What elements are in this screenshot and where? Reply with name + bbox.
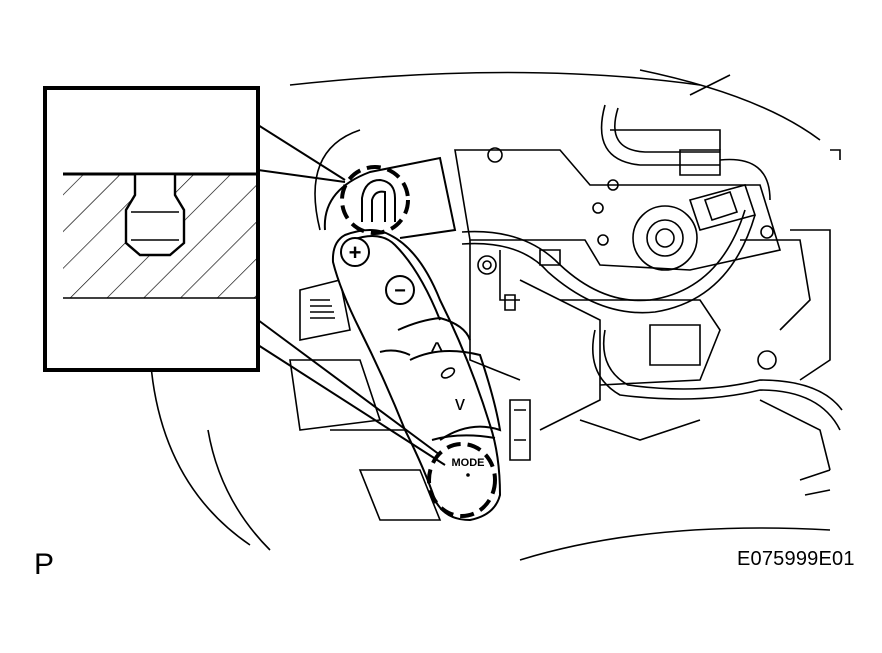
view-letter: P xyxy=(34,548,55,581)
mode-button: MODE xyxy=(452,457,485,477)
minus-button: − xyxy=(385,275,415,305)
upper-claw xyxy=(361,178,396,222)
minus-label: − xyxy=(394,280,406,302)
lower-claw-highlight xyxy=(427,442,497,518)
claw-highlight-circles xyxy=(340,165,497,518)
figure-code: E075999E01 xyxy=(737,548,855,570)
mode-label: MODE xyxy=(452,457,485,469)
inset-detail-box xyxy=(43,86,260,372)
up-down-seek-buttons: ^ v xyxy=(431,336,465,415)
upper-claw-highlight xyxy=(340,165,410,235)
plus-button: + xyxy=(340,237,370,267)
down-label: v xyxy=(455,393,465,415)
plus-label: + xyxy=(349,240,362,265)
callout-leader-lines xyxy=(257,124,446,466)
wire-harness xyxy=(461,104,843,431)
up-label: ^ xyxy=(431,336,444,366)
claw-detail xyxy=(124,172,186,257)
steering-pad-switch xyxy=(323,156,502,522)
steering-wheel-rim xyxy=(148,69,831,561)
